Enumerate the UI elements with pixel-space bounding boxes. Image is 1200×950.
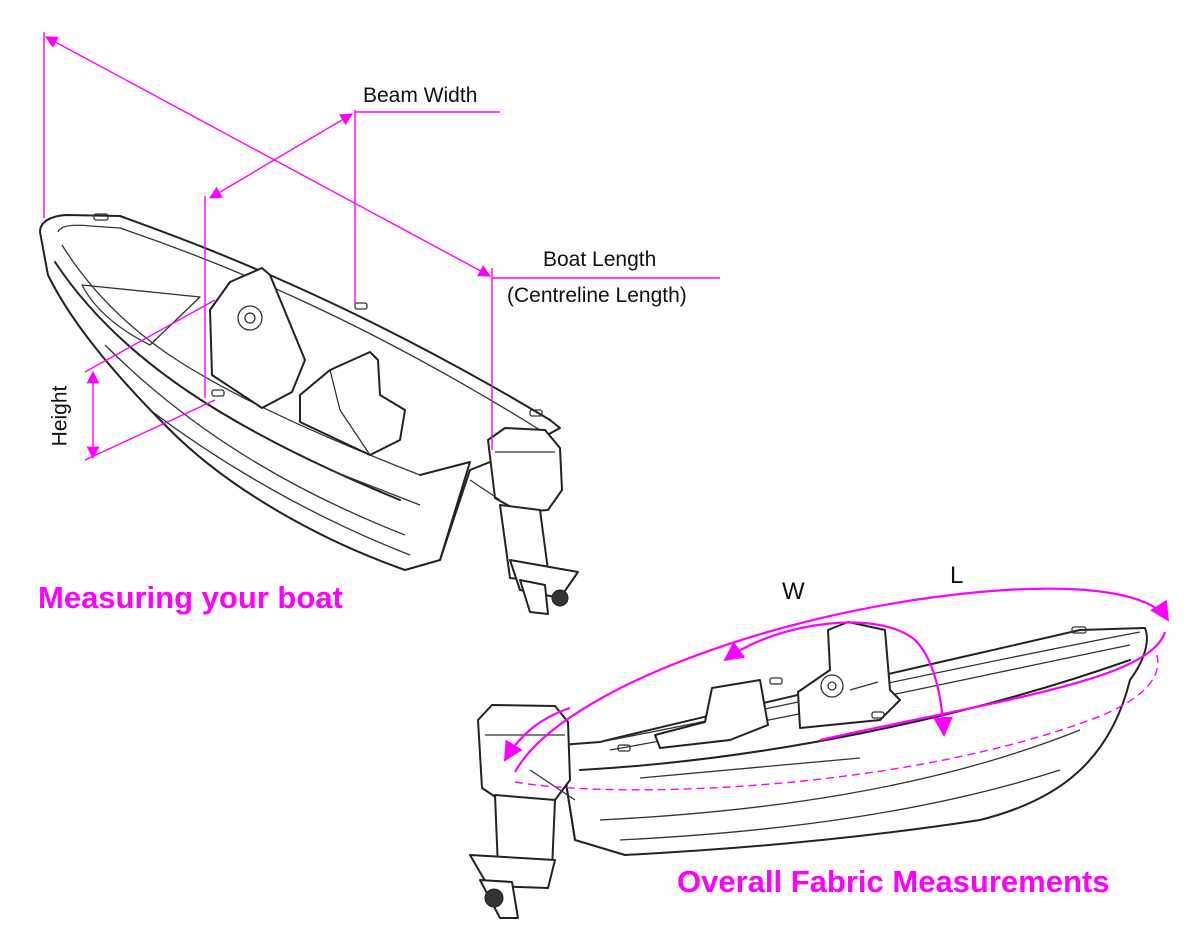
boat-length-label: Boat Length [543, 248, 657, 271]
top-outboard-motor [469, 427, 579, 615]
top-boat-drawing [39, 213, 561, 571]
overall-fabric-measurements-caption: Overall Fabric Measurements [677, 864, 1110, 899]
length-l-label: L [950, 562, 964, 589]
bottom-measurement-loops [503, 587, 1170, 791]
measuring-your-boat-caption: Measuring your boat [38, 580, 343, 615]
width-w-label: W [782, 578, 805, 605]
bottom-boat-drawing [559, 621, 1148, 856]
top-dimension-lines [43, 32, 720, 461]
bottom-outboard-motor [469, 704, 576, 919]
height-label: Height [48, 385, 72, 447]
centreline-length-label: (Centreline Length) [507, 284, 687, 307]
beam-width-label: Beam Width [363, 84, 478, 107]
